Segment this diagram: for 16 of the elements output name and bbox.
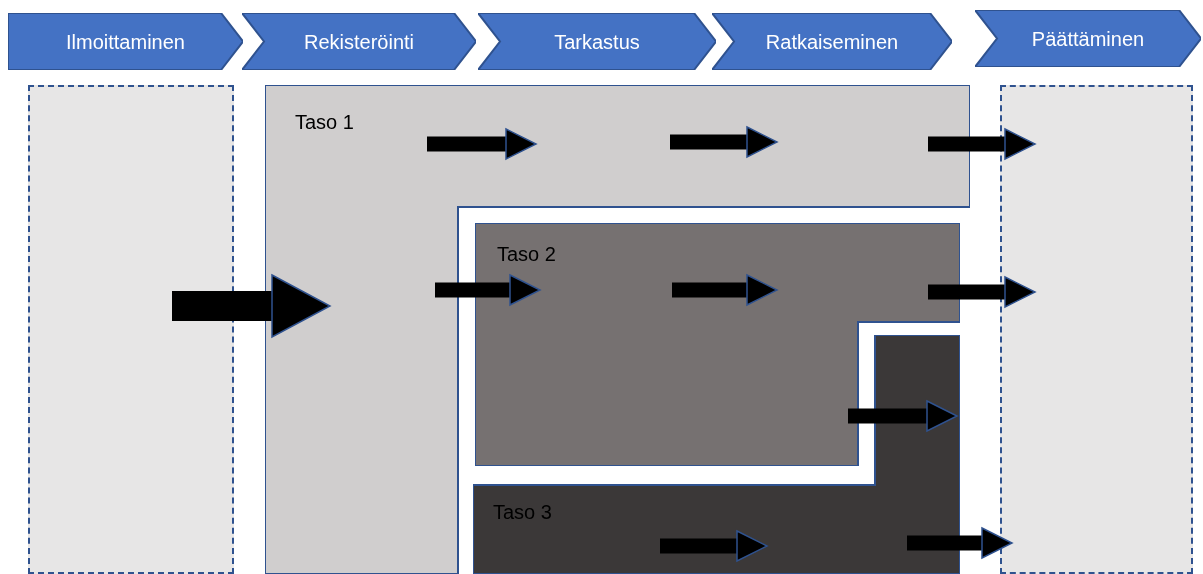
arrow [435,274,541,306]
arrow [172,274,331,338]
arrow [907,527,1013,559]
dashed-panel [1000,85,1193,574]
level-label: Taso 1 [295,111,354,134]
stage-label: Rekisteröinti [304,30,414,53]
level-label: Taso 2 [497,243,556,266]
arrow [848,400,958,432]
arrow [928,276,1036,308]
stage-label: Ratkaiseminen [765,30,899,53]
stage-label: Tarkastus [554,30,640,53]
stage-label: Ilmoittaminen [66,30,185,53]
stage-label: Päättäminen [1031,27,1145,50]
arrow [928,128,1036,160]
dashed-panel [28,85,234,574]
level-label: Taso 3 [493,501,552,524]
